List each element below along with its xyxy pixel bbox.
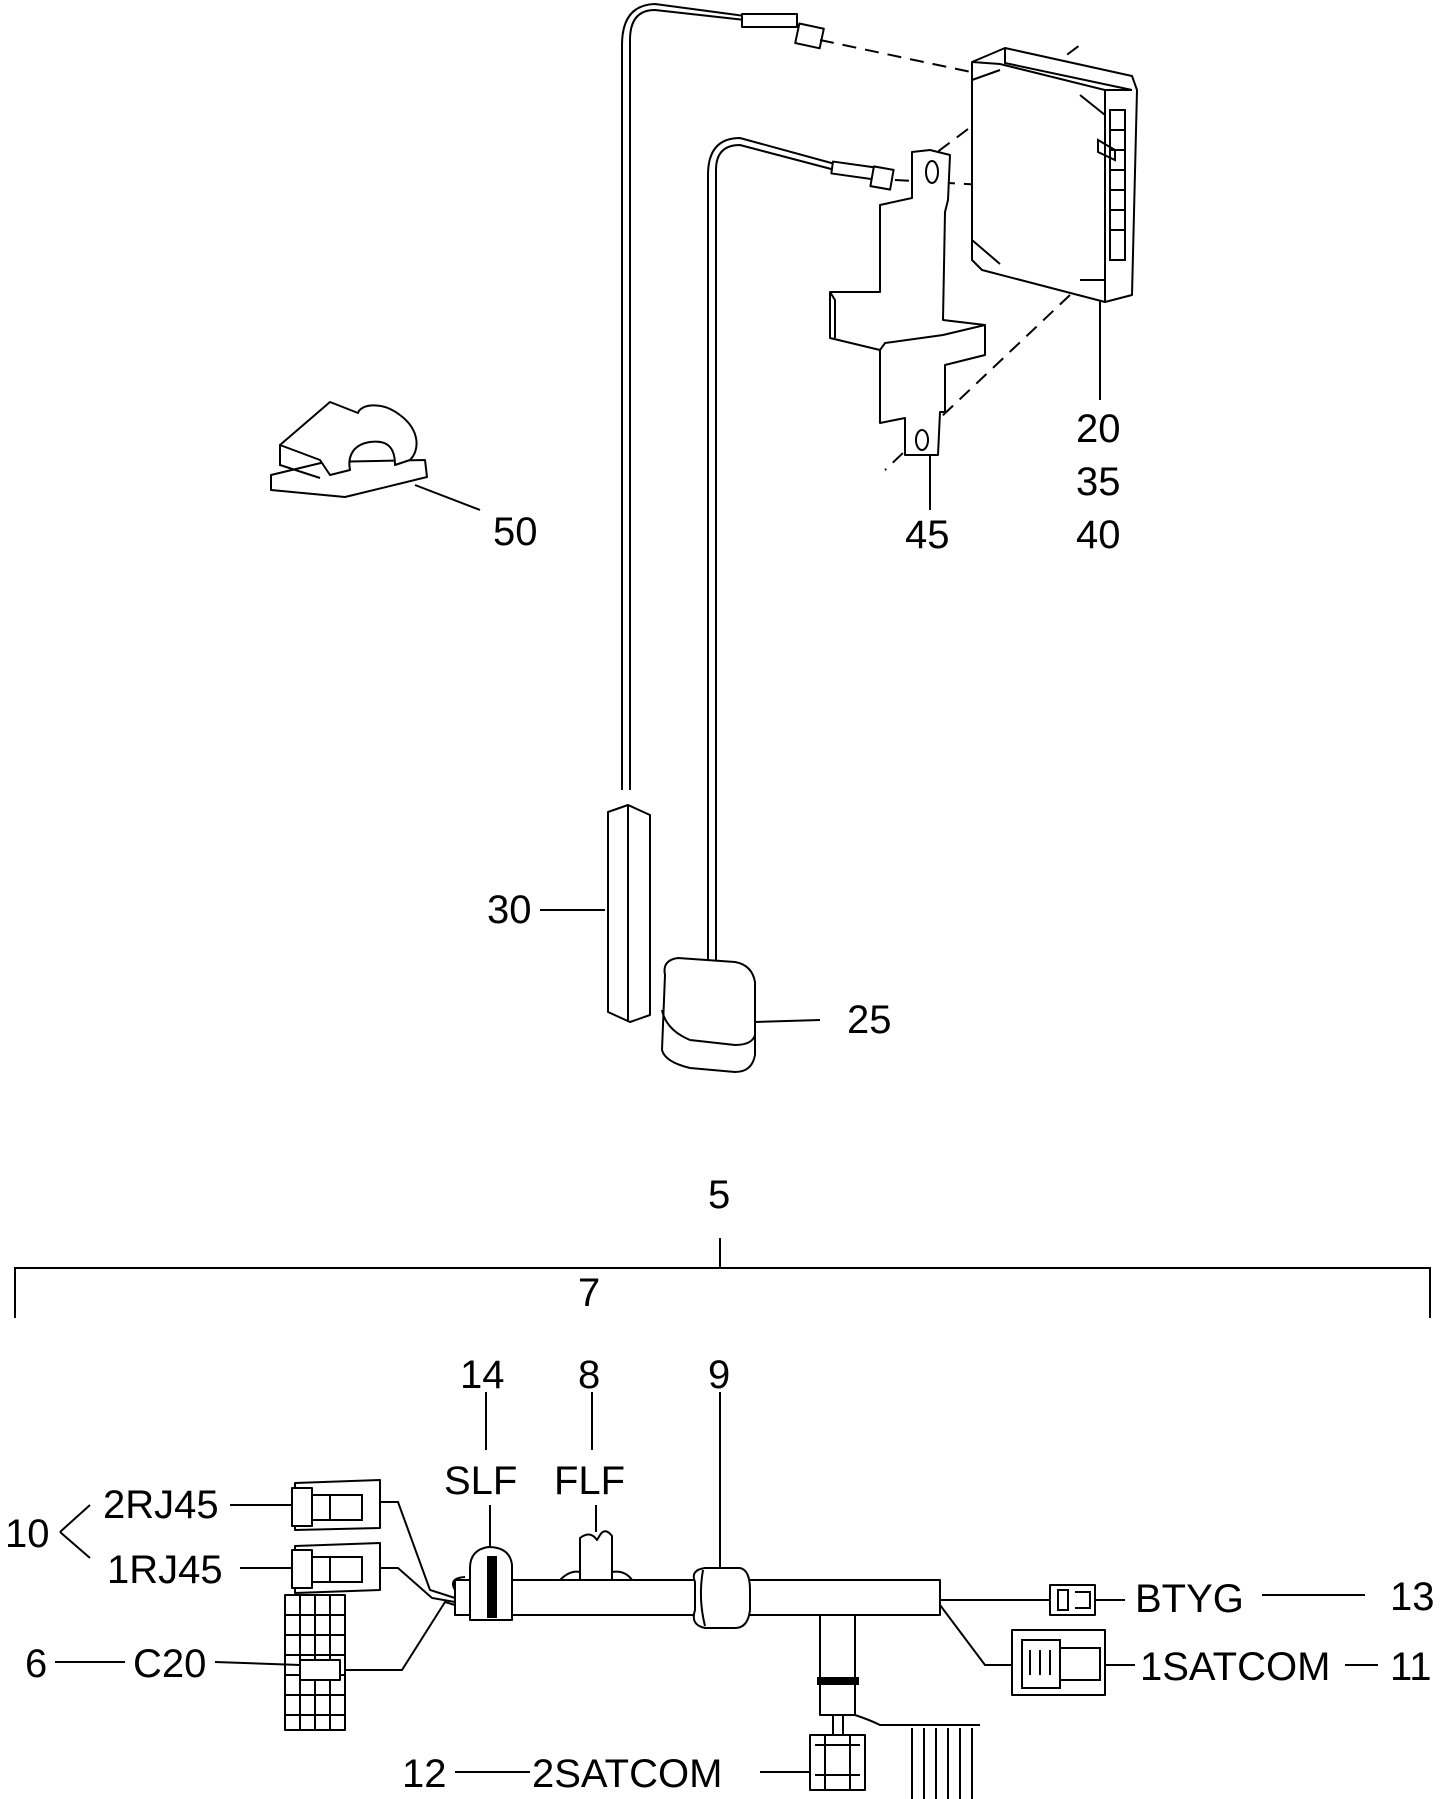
callout-14: 14 <box>460 1353 505 1397</box>
cable-clip <box>270 401 428 498</box>
antenna-cable-30 <box>621 2 825 790</box>
callout-11: 11 <box>1390 1645 1432 1689</box>
callout-5: 5 <box>708 1173 730 1217</box>
callout-35: 35 <box>1076 460 1121 504</box>
label-2rj45: 2RJ45 <box>103 1483 219 1527</box>
label-btyg: BTYG <box>1135 1577 1244 1621</box>
mounting-bracket <box>829 149 986 456</box>
connector-1satcom <box>1011 1629 1106 1696</box>
antenna-30 <box>607 804 651 1023</box>
label-flf: FLF <box>554 1459 625 1503</box>
callout-40: 40 <box>1076 513 1121 557</box>
callout-6: 6 <box>25 1642 47 1686</box>
callout-45: 45 <box>905 513 950 557</box>
connector-c20 <box>284 1594 346 1731</box>
connector-2satcom <box>809 1715 866 1791</box>
callout-25: 25 <box>847 998 892 1042</box>
label-c20: C20 <box>133 1642 206 1686</box>
connector-1rj45 <box>291 1542 381 1594</box>
callout-9: 9 <box>708 1353 730 1397</box>
breakout-wires <box>345 1501 1050 1671</box>
label-1rj45: 1RJ45 <box>107 1548 223 1592</box>
callout-8: 8 <box>578 1353 600 1397</box>
antenna-cable-25 <box>707 136 895 965</box>
callout-10: 10 <box>5 1512 50 1556</box>
leader-lines-harness <box>55 1392 1378 1773</box>
leader-lines-upper <box>414 300 1101 1023</box>
loose-wire-ends <box>854 1714 980 1799</box>
connector-2rj45 <box>291 1479 381 1531</box>
harness-trunk <box>452 1530 941 1716</box>
harness-bracket <box>14 1238 1431 1318</box>
callout-7: 7 <box>578 1271 600 1315</box>
control-module <box>971 47 1138 303</box>
antenna-25 <box>661 957 756 1073</box>
label-2satcom: 2SATCOM <box>532 1752 722 1796</box>
callout-13: 13 <box>1390 1575 1435 1619</box>
callout-20: 20 <box>1076 407 1121 451</box>
connector-btyg <box>1049 1584 1096 1616</box>
callout-50: 50 <box>493 510 538 554</box>
label-slf: SLF <box>444 1459 517 1503</box>
callout-30: 30 <box>487 888 532 932</box>
callout-12: 12 <box>402 1752 447 1796</box>
label-1satcom: 1SATCOM <box>1140 1645 1330 1689</box>
